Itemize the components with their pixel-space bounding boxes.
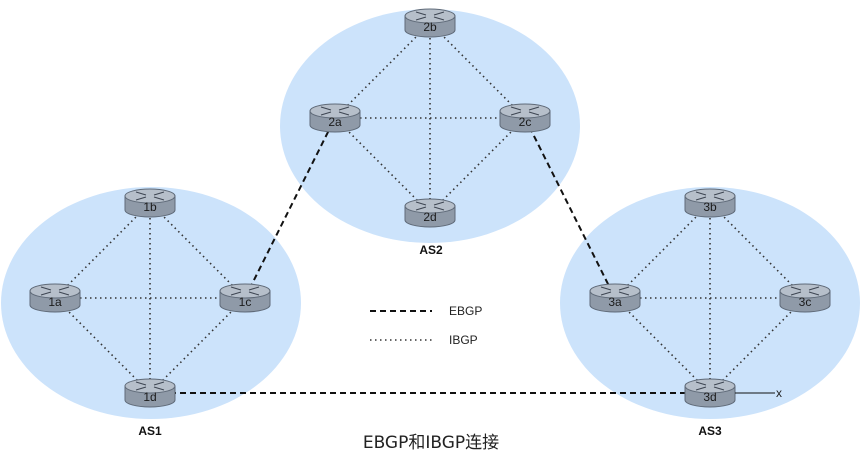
router-1c[interactable]: 1c [219,283,271,313]
diagram-caption: EBGP和IBGP连接 [363,433,499,453]
router-1d[interactable]: 1d [124,378,176,408]
router-icon [695,381,725,391]
router-label: 1d [143,390,156,404]
router-1a[interactable]: 1a [29,283,81,313]
external-label: x [776,386,782,400]
router-1b[interactable]: 1b [124,188,176,218]
router-icon [320,106,350,116]
router-label: 3a [608,295,622,309]
ebgp-link-2c-3a [524,117,616,299]
router-icon [600,286,630,296]
router-label: 1c [239,295,252,309]
router-3a[interactable]: 3a [589,283,641,313]
router-label: 3b [703,200,717,214]
router-icon [695,191,725,201]
router-icon [135,191,165,201]
router-label: 2c [519,115,532,129]
ebgp-link-1c-2a [244,117,336,299]
router-2a[interactable]: 2a [309,103,361,133]
legend-ebgp-label: EBGP [449,304,482,318]
router-label: 1b [143,200,157,214]
router-label: 3d [703,390,716,404]
router-icon [415,11,445,21]
router-label: 2d [423,210,436,224]
as-cloud-as2 [280,9,580,243]
router-icon [40,286,70,296]
as-label-as3: AS3 [698,424,722,438]
as-label-as1: AS1 [138,424,162,438]
router-3d[interactable]: 3d [684,378,736,408]
legend: EBGP IBGP [370,304,482,347]
router-3c[interactable]: 3c [779,283,831,313]
router-icon [415,201,445,211]
router-icon [230,286,260,296]
router-icon [135,381,165,391]
router-label: 2a [328,115,342,129]
as-cloud-as1 [1,187,301,419]
router-icon [510,106,540,116]
legend-ibgp-label: IBGP [449,333,478,347]
router-2c[interactable]: 2c [499,103,551,133]
router-label: 3c [799,295,812,309]
router-label: 1a [48,295,62,309]
router-label: 2b [423,20,437,34]
router-3b[interactable]: 3b [684,188,736,218]
router-2b[interactable]: 2b [404,8,456,38]
as-label-as2: AS2 [419,243,443,257]
router-icon [790,286,820,296]
router-2d[interactable]: 2d [404,198,456,228]
